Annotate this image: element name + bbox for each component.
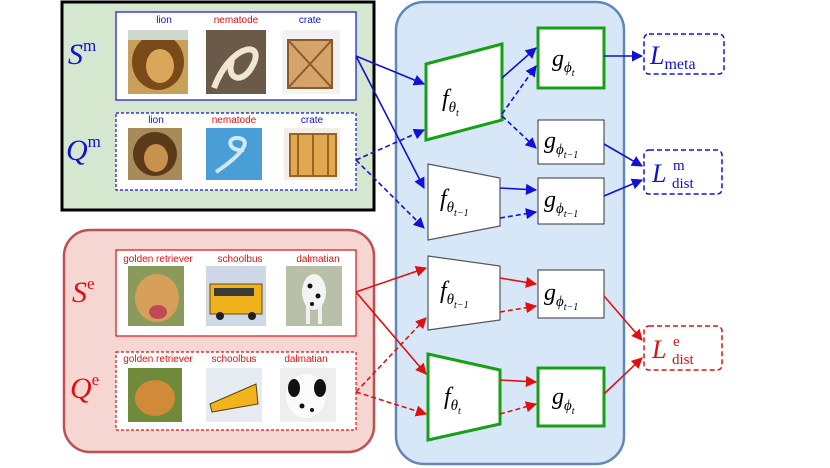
exemplar-panel: Se Qe golden retriever schoolbus dalmati…	[62, 228, 376, 454]
meta-support-label-crate: crate	[299, 15, 322, 26]
meta-flow-arrows	[355, 47, 644, 229]
svg-text:fθt: fθt	[444, 384, 461, 417]
arrow-f-current-to-g-current-dashed	[501, 65, 537, 115]
svg-text:dist: dist	[672, 176, 695, 192]
golden-retriever-photo	[128, 368, 182, 422]
meta-support-symbol: Sm	[68, 36, 96, 71]
svg-text:gϕt−1: gϕt−1	[544, 187, 578, 220]
lion-photo	[128, 128, 182, 180]
meta-query-label-crate: crate	[301, 115, 324, 126]
svg-text:fθt−1: fθt−1	[440, 186, 469, 219]
feature-extractor-previous-bottom: fθt−1	[427, 255, 501, 331]
meta-support-label-nematode: nematode	[214, 15, 259, 26]
svg-text:m: m	[673, 158, 685, 174]
arrow-f-current-to-g-current-red-dashed	[499, 401, 538, 415]
loss-distillation-exemplar: L e dist	[643, 325, 723, 371]
exemplar-query-symbol: Qe	[70, 370, 99, 405]
svg-text:e: e	[673, 334, 680, 350]
dalmatian-photo	[286, 266, 342, 326]
svg-text:gϕt: gϕt	[552, 46, 575, 79]
arrow-f-current-to-g-current-red	[499, 375, 538, 388]
dalmatian-photo	[280, 368, 336, 422]
arrow-g-current-to-loss-dist-exemplar	[603, 357, 643, 395]
arrow-meta-support-to-f-current	[355, 55, 426, 86]
arrow-f-previous-to-g-previous-red	[499, 276, 538, 288]
schoolbus-photo	[206, 368, 262, 422]
nematode-photo	[206, 30, 266, 94]
arrow-ex-support-to-f-previous	[355, 265, 428, 293]
classifier-current-bottom: gϕt	[536, 366, 606, 428]
arrow-g-previous-to-loss-dist-exemplar	[603, 295, 643, 341]
exemplar-query-label-dalmatian: dalmatian	[284, 354, 327, 365]
svg-text:fθt−1: fθt−1	[440, 278, 469, 311]
golden-retriever-photo	[128, 266, 184, 326]
exemplar-query-label-golden-retriever: golden retriever	[123, 354, 193, 365]
loss-meta: Lmeta	[643, 33, 725, 75]
arrow-meta-query-to-f-current	[355, 128, 426, 161]
schoolbus-photo	[206, 266, 266, 326]
exemplar-query-label-schoolbus: schoolbus	[211, 354, 256, 365]
nematode-photo	[206, 128, 262, 180]
arrow-meta-query-to-f-previous	[355, 159, 425, 229]
arrow-g-previous-2-to-loss-dist-meta	[603, 178, 644, 197]
svg-text:L: L	[651, 159, 666, 188]
exemplar-support-symbol: Se	[72, 274, 95, 309]
meta-task-panel: Sm Qm lion nematode crate lion nematode …	[60, 0, 376, 212]
meta-query-symbol: Qm	[66, 132, 101, 167]
svg-text:L: L	[651, 335, 666, 364]
arrow-f-previous-to-g-previous	[499, 183, 538, 196]
lion-photo	[128, 30, 188, 94]
arrow-ex-query-to-f-current	[355, 391, 428, 417]
svg-text:Lmeta: Lmeta	[649, 41, 696, 73]
meta-support-label-lion: lion	[156, 15, 172, 26]
meta-query-label-lion: lion	[148, 115, 164, 126]
arrow-ex-query-to-f-previous	[355, 317, 427, 393]
crate-photo	[282, 30, 340, 94]
classifier-current-top: gϕt	[536, 26, 606, 90]
arrow-meta-support-to-f-previous	[355, 55, 425, 189]
arrow-ex-support-to-f-current	[355, 291, 427, 375]
exemplar-flow-arrows	[355, 265, 643, 417]
loss-distillation-meta: L m dist	[643, 149, 723, 195]
classifier-previous-3: gϕt−1	[537, 269, 605, 319]
meta-query-label-nematode: nematode	[212, 115, 257, 126]
feature-extractor-previous-top: fθt−1	[427, 163, 501, 241]
exemplar-support-label-golden-retriever: golden retriever	[123, 254, 193, 265]
feature-extractor-current-bottom: fθt	[426, 352, 502, 442]
classifier-previous-2: gϕt−1	[537, 177, 605, 225]
svg-text:fθt: fθt	[442, 86, 459, 119]
svg-text:dist: dist	[672, 352, 695, 368]
exemplar-support-label-schoolbus: schoolbus	[217, 254, 262, 265]
classifier-previous-1: gϕt−1	[537, 119, 605, 165]
crate-photo	[284, 128, 340, 180]
svg-text:gϕt: gϕt	[552, 384, 575, 417]
arrow-g-previous-to-loss-dist-meta	[603, 143, 643, 167]
svg-text:gϕt−1: gϕt−1	[544, 280, 578, 313]
exemplar-support-label-dalmatian: dalmatian	[296, 254, 339, 265]
arrow-f-previous-to-g-previous-red-dashed	[499, 302, 538, 314]
arrow-f-current-to-g-current	[501, 47, 537, 79]
feature-extractor-current-top: fθt	[424, 42, 504, 142]
arrow-f-previous-to-g-previous-dashed	[499, 208, 538, 220]
svg-text:gϕt−1: gϕt−1	[544, 128, 578, 161]
